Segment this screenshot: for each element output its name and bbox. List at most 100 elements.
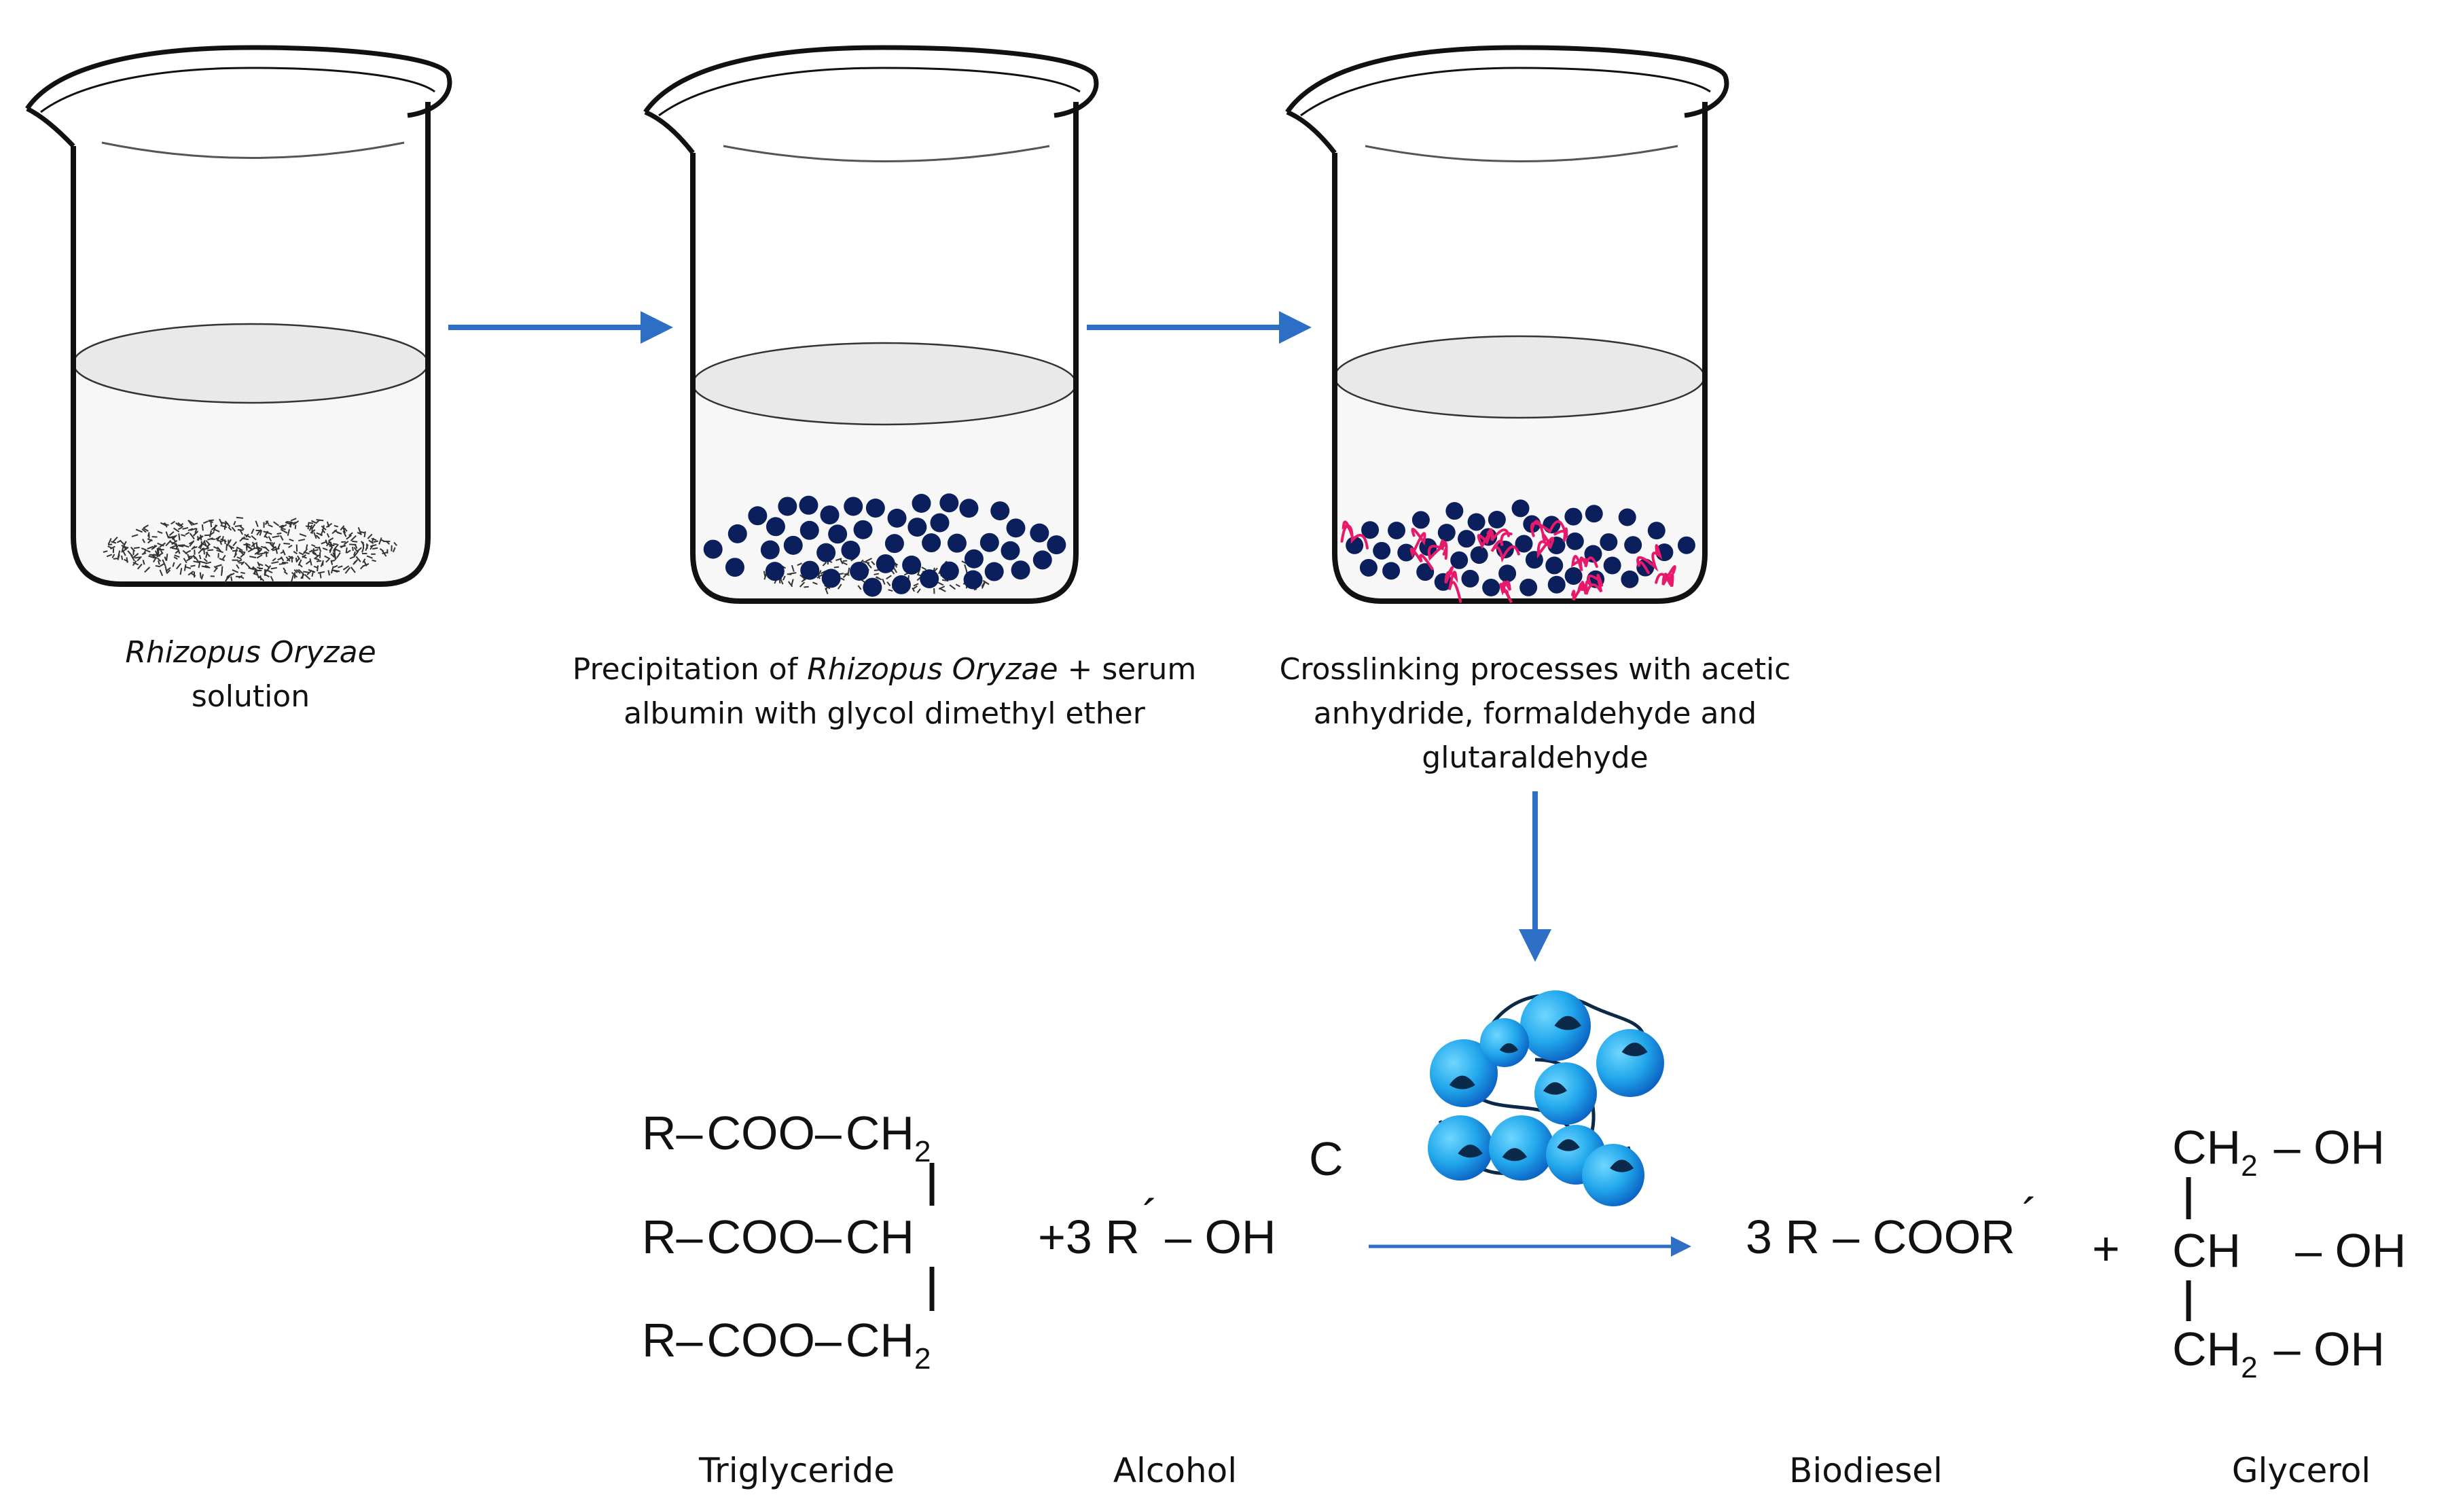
beaker-3-liquid-surface xyxy=(1333,335,1706,419)
enzyme-particle xyxy=(185,566,192,569)
enzyme-particle xyxy=(135,528,143,533)
enzyme-particle xyxy=(187,554,190,560)
precipitate-bead xyxy=(1564,507,1583,526)
enzyme-particle xyxy=(289,539,294,542)
enzyme-particle xyxy=(144,549,151,553)
enzyme-particle xyxy=(208,520,213,524)
enzyme-particle xyxy=(122,550,126,556)
enzyme-particle xyxy=(949,584,956,590)
enzyme-particle xyxy=(170,520,176,525)
enzyme-particle xyxy=(165,531,170,539)
beaker-2-rim-inner xyxy=(658,67,1081,117)
precipitate-bead xyxy=(1618,508,1636,526)
enzyme-particle xyxy=(278,524,284,528)
enzyme-particle xyxy=(198,554,202,560)
crosslink-chain xyxy=(1477,528,1510,550)
enzyme-particle xyxy=(222,554,226,560)
enzyme-particle xyxy=(223,522,227,530)
enzyme-particle xyxy=(232,550,238,552)
enzyme-particle xyxy=(198,560,206,564)
enzyme-particle xyxy=(912,585,918,590)
enzyme-particle xyxy=(362,541,365,549)
enzyme-particle xyxy=(198,535,204,540)
beaker-3 xyxy=(1285,45,1729,604)
enzyme-particle xyxy=(279,535,284,541)
precipitate-bead xyxy=(1482,579,1500,597)
enzyme-particle xyxy=(393,541,398,546)
enzyme-particle xyxy=(142,560,145,565)
enzyme-particle xyxy=(272,558,276,562)
precipitate-bead xyxy=(865,499,885,518)
enzyme-particle xyxy=(797,562,803,566)
enzyme-particle xyxy=(314,554,320,560)
beaker-2-inner-line xyxy=(723,145,1050,162)
enzyme-particle xyxy=(865,558,873,562)
enzyme-particle xyxy=(259,530,263,536)
enzyme-particle xyxy=(921,566,926,571)
enzyme-particle xyxy=(354,543,358,549)
glycerol-row-2: CH– OH xyxy=(2172,1224,2407,1277)
enzyme-particle xyxy=(329,544,335,547)
precipitate-bead xyxy=(939,561,959,581)
caption-step-1: Rhizopus Oryzae xyxy=(125,635,376,670)
precipitate-bead xyxy=(850,561,869,581)
enzyme-particle xyxy=(132,553,139,559)
beaker-3-rim xyxy=(1285,45,1729,118)
enzyme-particle xyxy=(162,559,166,566)
precipitate-bead xyxy=(1361,521,1380,539)
precipitate-bead xyxy=(703,539,723,559)
precipitate-bead xyxy=(766,517,785,537)
enzyme-particle xyxy=(346,550,351,554)
enzyme-particle xyxy=(367,533,373,539)
caption-step-1-line2: solution xyxy=(192,679,310,714)
enzyme-particle xyxy=(142,550,147,555)
precipitate-bead xyxy=(963,570,983,590)
enzyme-particle xyxy=(213,567,218,573)
enzyme-particle xyxy=(372,559,376,562)
enzyme-particle xyxy=(782,575,786,581)
precipitate-bead xyxy=(1445,502,1464,520)
precipitate-bead xyxy=(765,562,785,581)
label-alcohol: Alcohol xyxy=(1113,1451,1237,1490)
enzyme-particle xyxy=(226,539,232,547)
caption-step-1-italic: Rhizopus Oryzae xyxy=(125,635,376,670)
enzyme-particle xyxy=(787,573,792,575)
enzyme-particle xyxy=(198,547,204,554)
enzyme-particle xyxy=(320,531,323,537)
crosslink-chain xyxy=(1655,565,1676,588)
enzyme-particle xyxy=(232,569,239,573)
label-triglyceride: Triglyceride xyxy=(698,1451,895,1490)
enzyme-particle xyxy=(871,560,876,566)
enzyme-particle xyxy=(312,552,319,557)
precipitate-bead xyxy=(1006,518,1026,538)
enzyme-particle xyxy=(187,528,194,532)
enzyme-active-site xyxy=(1502,1148,1528,1162)
caption-step-2-pre: Precipitation of xyxy=(573,652,807,687)
enzyme-particle xyxy=(350,566,356,573)
enzyme-particle xyxy=(151,554,158,559)
enzyme-particle xyxy=(982,579,990,586)
enzyme-particle xyxy=(937,581,944,586)
precipitate-bead xyxy=(1047,535,1066,555)
enzyme-particle xyxy=(171,539,178,545)
precipitate-bead xyxy=(1001,541,1020,560)
enzyme-molecule xyxy=(1596,1029,1664,1097)
enzyme-particle xyxy=(205,552,211,558)
enzyme-particle xyxy=(157,557,162,562)
enzyme-particle xyxy=(198,543,202,549)
enzyme-active-site xyxy=(1610,1159,1634,1172)
enzyme-particle xyxy=(264,520,269,525)
precipitate-bead xyxy=(1511,499,1530,518)
precipitate-bead xyxy=(1373,541,1391,560)
enzyme-particle xyxy=(842,560,848,562)
enzyme-particle xyxy=(283,542,291,545)
enzyme-particle xyxy=(370,544,374,550)
enzyme-particle xyxy=(334,548,341,552)
enzyme-particle xyxy=(328,540,333,546)
enzyme-particle xyxy=(181,534,186,537)
precipitate-bead xyxy=(887,508,907,528)
enzyme-particle xyxy=(111,541,117,544)
enzyme-particle xyxy=(228,545,235,550)
enzyme-particle xyxy=(171,535,177,540)
precipitate-bead xyxy=(1359,558,1378,577)
